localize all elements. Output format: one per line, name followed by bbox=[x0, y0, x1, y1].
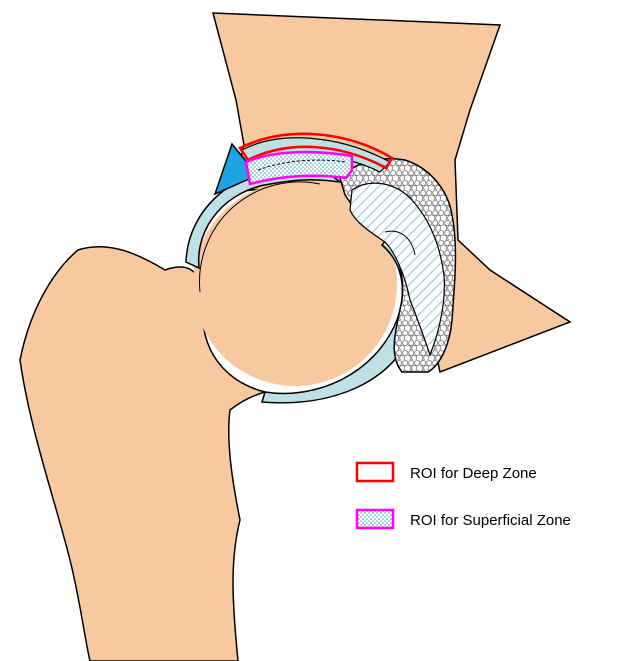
legend-label-superficial-zone: ROI for Superficial Zone bbox=[410, 512, 571, 529]
legend-label-deep-zone: ROI for Deep Zone bbox=[410, 465, 537, 482]
legend-swatch-superficial-zone bbox=[357, 510, 393, 528]
legend: ROI for Deep Zone ROI for Superficial Zo… bbox=[357, 463, 571, 529]
legend-swatch-deep-zone bbox=[357, 463, 393, 481]
